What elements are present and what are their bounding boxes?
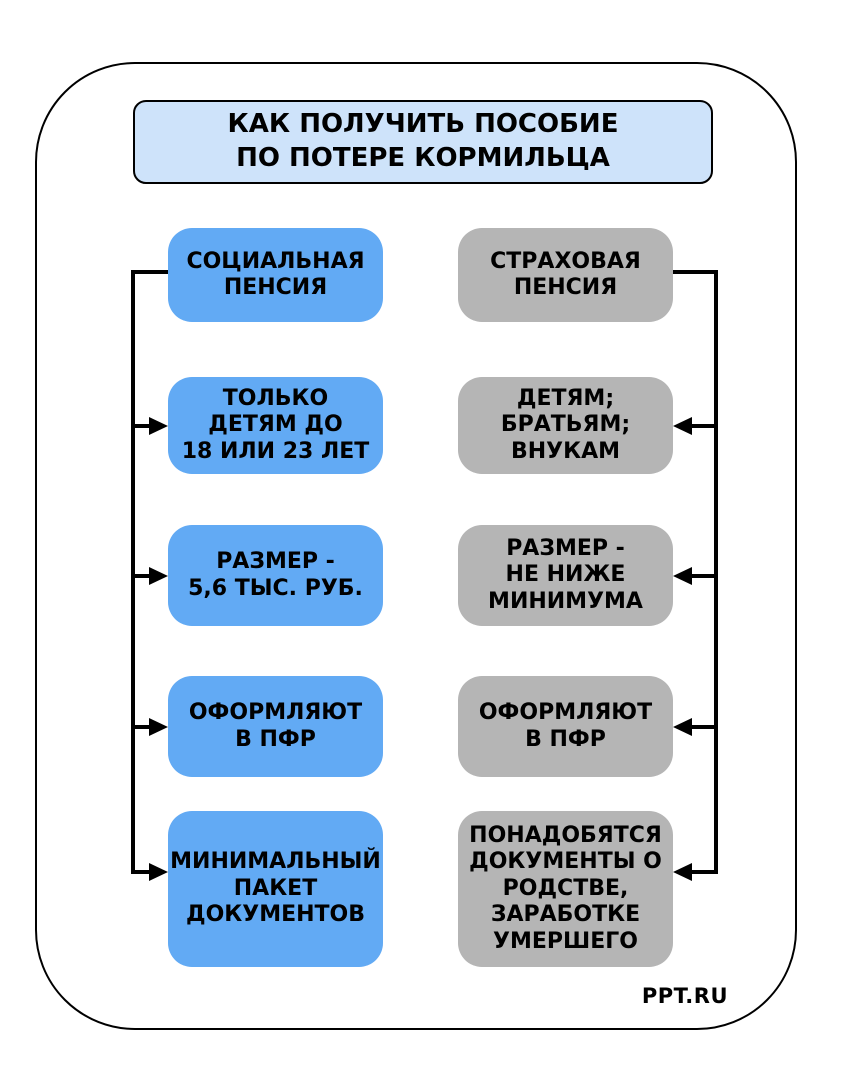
arrow-right-icon — [149, 863, 168, 881]
right-connector — [673, 270, 718, 881]
ppt-ru-watermark: PPT.RU — [641, 984, 728, 1008]
left-box-social-pension: СОЦИАЛЬНАЯ ПЕНСИЯ — [168, 228, 383, 322]
right-box-insurance-pension: СТРАХОВАЯ ПЕНСИЯ — [458, 228, 673, 322]
left-connector — [131, 270, 168, 881]
arrow-left-icon — [673, 863, 692, 881]
left-connector-spine — [131, 270, 168, 874]
arrow-left-icon — [673, 718, 692, 736]
left-box-where-to-apply: ОФОРМЛЯЮТ В ПФР — [168, 676, 383, 777]
left-box-amount: РАЗМЕР - 5,6 ТЫС. РУБ. — [168, 525, 383, 626]
arrow-right-icon — [149, 567, 168, 585]
right-box-amount: РАЗМЕР - НЕ НИЖЕ МИНИМУМА — [458, 525, 673, 626]
right-box-eligibility: ДЕТЯМ; БРАТЬЯМ; ВНУКАМ — [458, 377, 673, 474]
left-box-eligibility: ТОЛЬКО ДЕТЯМ ДО 18 ИЛИ 23 ЛЕТ — [168, 377, 383, 474]
diagram-title: КАК ПОЛУЧИТЬ ПОСОБИЕ ПО ПОТЕРЕ КОРМИЛЬЦА — [227, 109, 619, 173]
arrow-right-icon — [149, 417, 168, 435]
arrow-left-icon — [673, 417, 692, 435]
left-box-documents: МИНИМАЛЬНЫЙ ПАКЕТ ДОКУМЕНТОВ — [168, 811, 383, 967]
arrow-left-icon — [673, 567, 692, 585]
outer-frame — [35, 62, 797, 1030]
title-box: КАК ПОЛУЧИТЬ ПОСОБИЕ ПО ПОТЕРЕ КОРМИЛЬЦА — [133, 100, 713, 184]
right-box-where-to-apply: ОФОРМЛЯЮТ В ПФР — [458, 676, 673, 777]
right-connector-spine — [673, 270, 718, 874]
right-box-documents: ПОНАДОБЯТСЯ ДОКУМЕНТЫ О РОДСТВЕ, ЗАРАБОТ… — [458, 811, 673, 967]
arrow-right-icon — [149, 718, 168, 736]
